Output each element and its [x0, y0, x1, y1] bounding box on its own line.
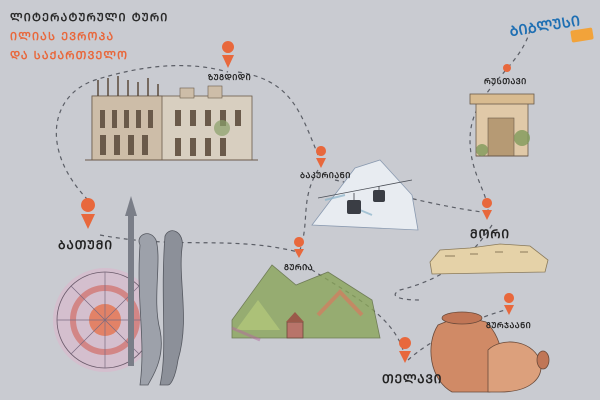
location-pins	[81, 41, 515, 363]
location-pin-icon	[81, 198, 96, 229]
label-mori: ᲛᲝᲠᲘ	[470, 227, 511, 241]
label-telavi: ᲗᲔᲚᲐᲕᲘ	[382, 372, 443, 386]
label-batumi: ᲑᲐᲗᲣᲛᲘ	[58, 238, 114, 252]
route-segment-telavi-gurjaani	[407, 309, 506, 361]
label-guria: ᲒᲣᲠᲘᲐ	[284, 263, 314, 272]
route-segment-batumi-zugdidi	[55, 65, 229, 201]
location-pin-icon	[222, 41, 235, 68]
title-line-1: ᲚᲘᲢᲔᲠᲐᲢᲣᲠᲣᲚᲘ ᲢᲣᲠᲘ	[10, 11, 169, 24]
rustavi-building-illustration	[469, 93, 535, 157]
gurjaani-illustration	[430, 311, 550, 393]
label-gurjaani: ᲒᲣᲠᲯᲐᲐᲜᲘ	[486, 321, 532, 330]
route-segment-bakuriani-guria	[299, 169, 319, 251]
bakuriani-illustration	[311, 159, 419, 231]
title-line-2: ᲘᲚᲘᲐᲡ ᲔᲕᲠᲝᲞᲐ	[10, 30, 115, 43]
label-zugdidi: ᲖᲣᲒᲓᲘᲓᲘ	[208, 73, 252, 82]
location-pin-icon	[399, 337, 412, 363]
title-line-3: ᲓᲐ ᲡᲐᲥᲐᲠᲗᲕᲔᲚᲝ	[10, 49, 129, 62]
batumi-illustration	[53, 196, 184, 386]
location-pin-icon	[504, 293, 515, 315]
route-segment-mori-gurjaani	[394, 224, 493, 301]
mori-illustration	[429, 243, 549, 275]
label-bakuriani: ᲑᲐᲙᲣᲠᲘᲐᲜᲘ	[300, 171, 351, 180]
location-pin-icon	[294, 237, 305, 258]
label-rustavi: ᲠᲣᲡᲗᲐᲕᲘ	[484, 77, 527, 86]
route-segment-zugdidi-bakuriani	[237, 71, 319, 156]
brand-tag	[570, 27, 594, 43]
guria-illustration	[231, 264, 381, 342]
location-pin-icon	[316, 146, 327, 168]
route-segment-rustavi-mori	[469, 29, 531, 216]
location-pin-icon	[503, 64, 511, 72]
location-pin-icon	[482, 198, 493, 220]
zugdidi-palace-illustration	[85, 76, 258, 161]
